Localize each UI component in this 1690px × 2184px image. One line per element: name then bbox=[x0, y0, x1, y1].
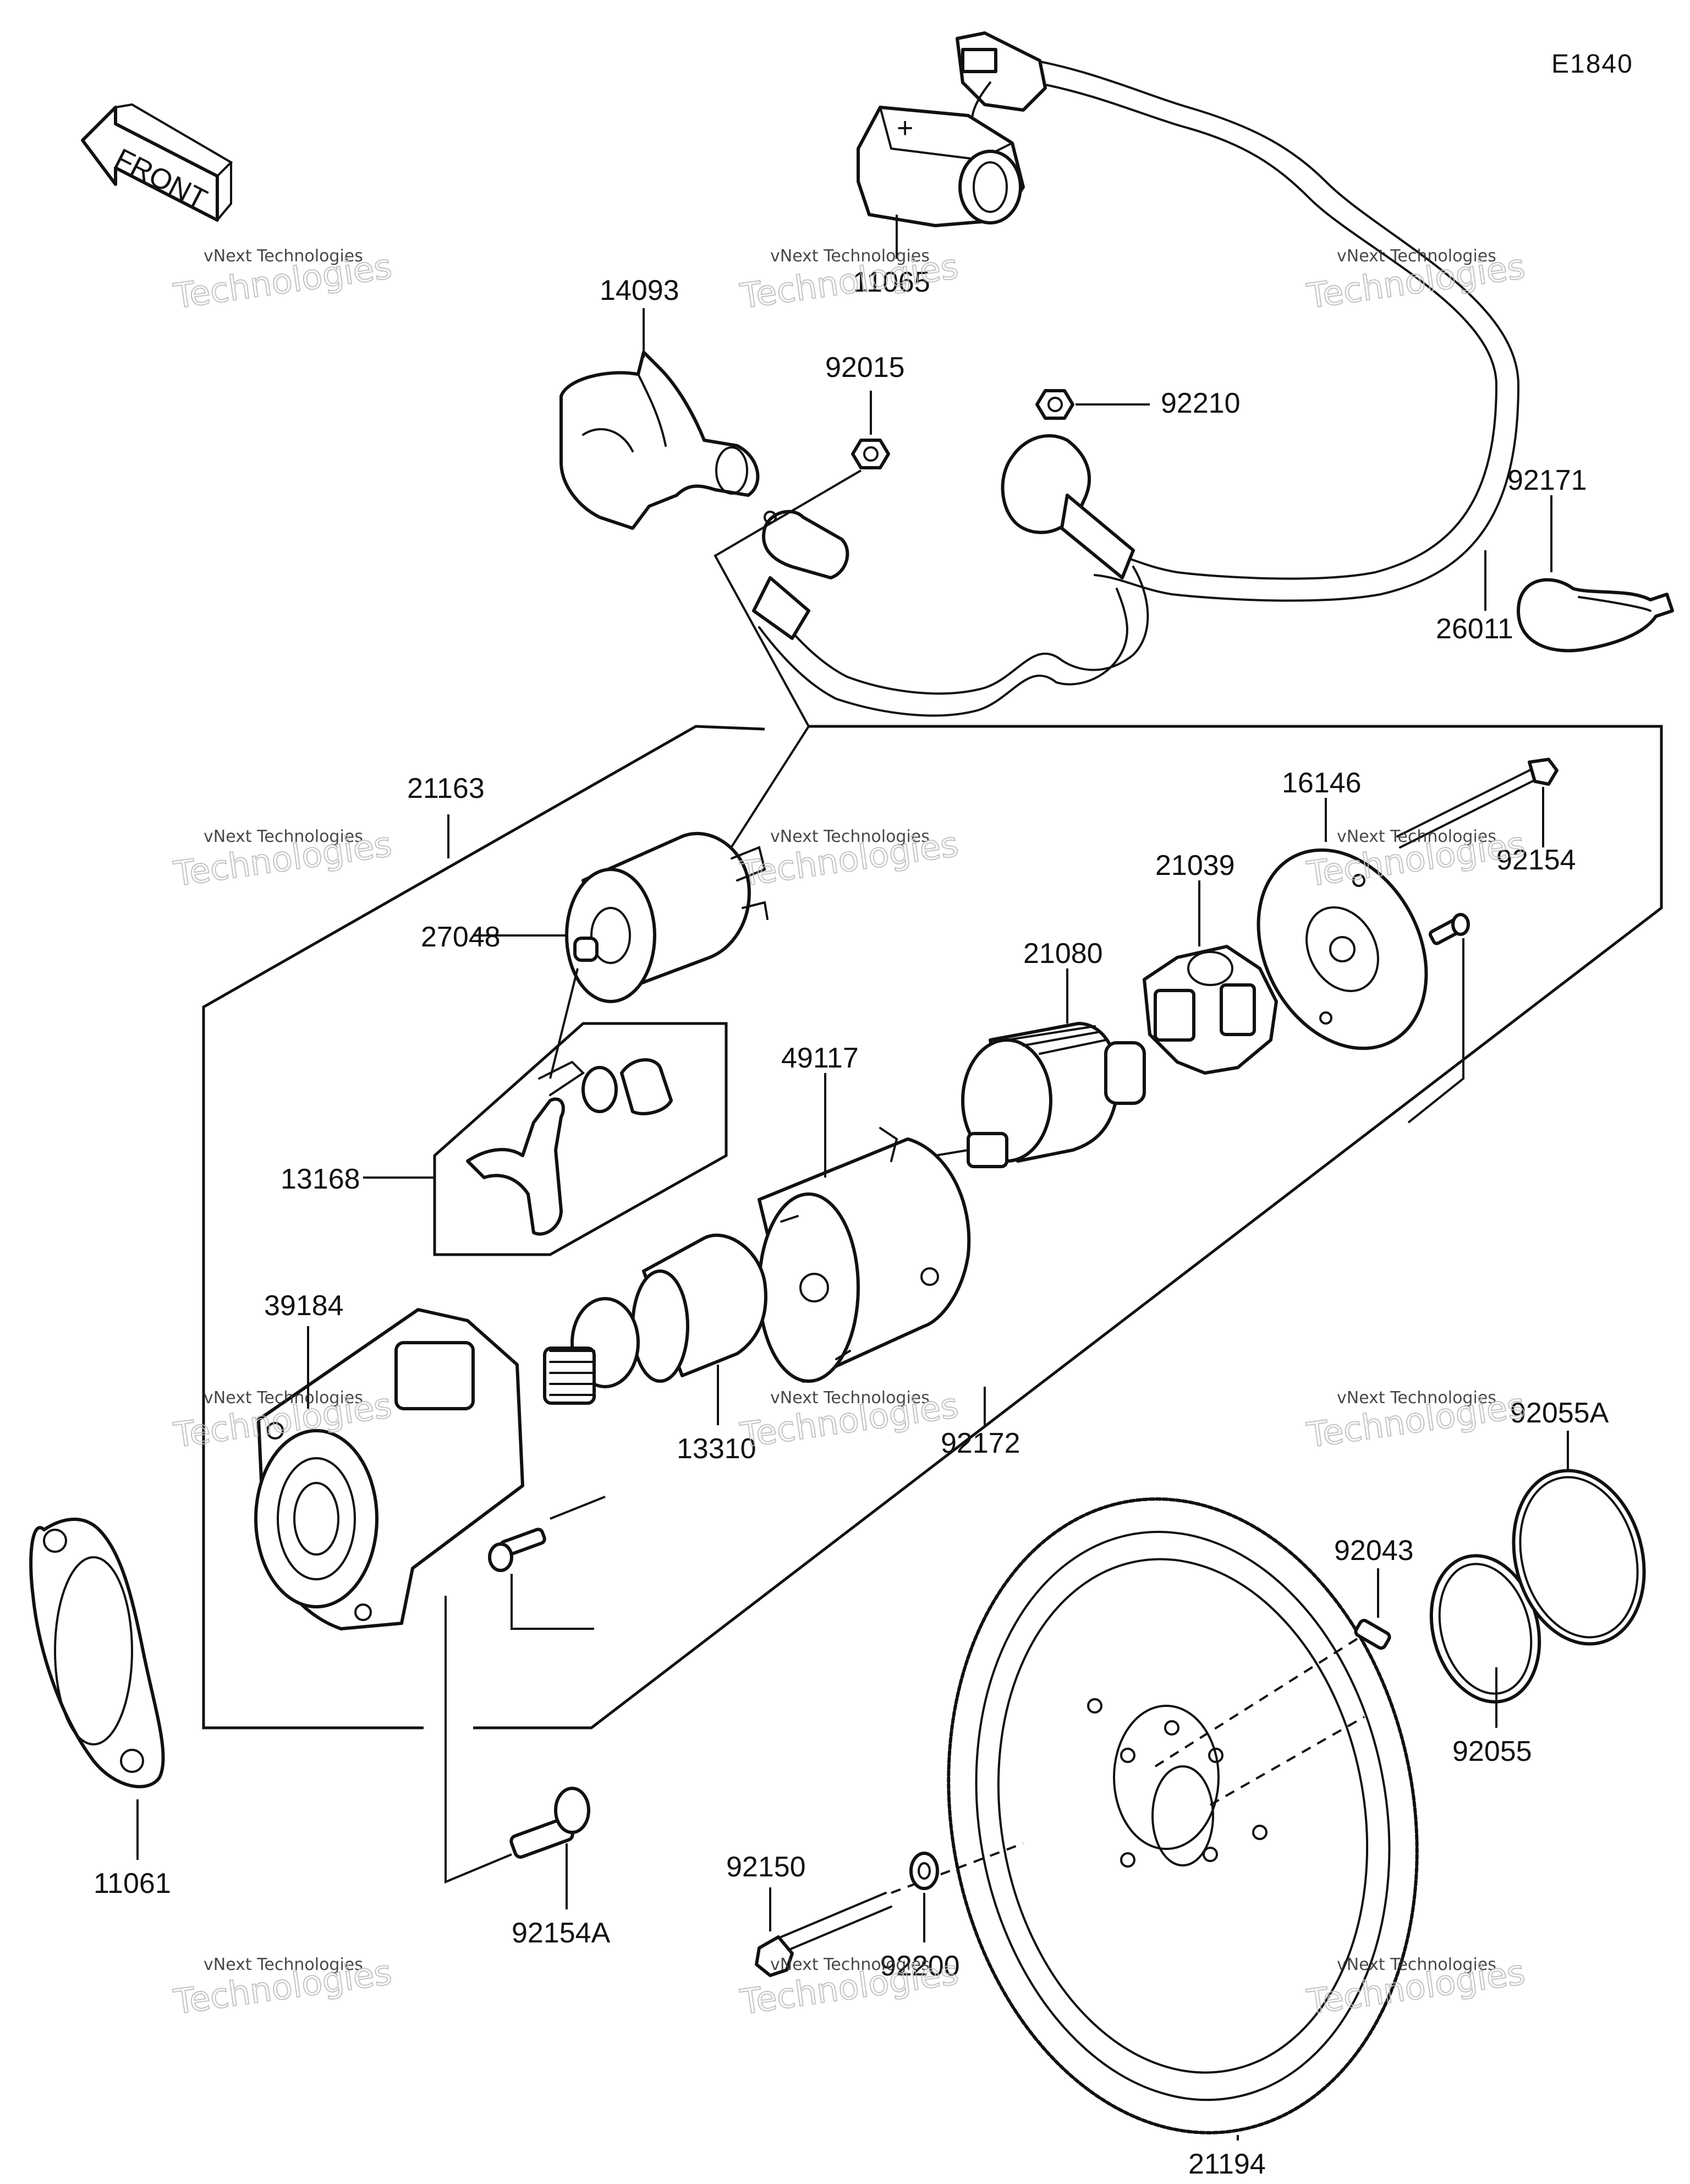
part-label-92154A: 92154A bbox=[512, 1917, 611, 1949]
gasket-11061 bbox=[29, 1518, 165, 1860]
part-label-92210: 92210 bbox=[1161, 387, 1241, 419]
svg-text:vNext Technologies: vNext Technologies bbox=[1337, 247, 1496, 266]
part-label-92043: 92043 bbox=[1334, 1535, 1414, 1567]
cover-14093 bbox=[559, 308, 760, 530]
o-ring-92055 bbox=[1429, 1554, 1541, 1728]
part-label-27048: 27048 bbox=[421, 921, 501, 953]
diagram-code: E1840 bbox=[1551, 50, 1633, 79]
svg-text:vNext Technologies: vNext Technologies bbox=[770, 827, 930, 846]
washer-92200 bbox=[909, 1852, 939, 1942]
bolt bbox=[488, 1496, 606, 1630]
part-label-21163: 21163 bbox=[407, 773, 485, 804]
svg-text:vNext Technologies: vNext Technologies bbox=[770, 1955, 930, 1974]
flywheel-21194 bbox=[947, 1497, 1419, 2141]
housing-39184 bbox=[254, 1308, 524, 1630]
svg-text:vNext Technologies: vNext Technologies bbox=[204, 1388, 363, 1408]
part-label-14093: 14093 bbox=[600, 275, 679, 306]
solenoid-27048 bbox=[473, 831, 769, 1003]
part-label-13310: 13310 bbox=[677, 1433, 756, 1465]
bolt-92150 bbox=[755, 1842, 1024, 1977]
part-label-92015: 92015 bbox=[825, 352, 905, 384]
shift-lever-13168 bbox=[363, 968, 728, 1256]
svg-text:vNext Technologies: vNext Technologies bbox=[1337, 1955, 1496, 1974]
through-bolt-92154 bbox=[1396, 758, 1559, 849]
part-label-26011: 26011 bbox=[1436, 613, 1513, 645]
part-label-92200: 92200 bbox=[880, 1950, 960, 1982]
svg-text:vNext Technologies: vNext Technologies bbox=[204, 247, 363, 266]
svg-text:+: + bbox=[897, 112, 913, 144]
part-label-49117: 49117 bbox=[781, 1042, 859, 1074]
part-label-21080: 21080 bbox=[1023, 938, 1103, 970]
part-label-92055: 92055 bbox=[1452, 1736, 1532, 1767]
part-label-16146: 16146 bbox=[1282, 767, 1362, 799]
boot-cap-11065: + bbox=[857, 106, 1025, 259]
armature-21080 bbox=[934, 968, 1146, 1168]
part-label-92154: 92154 bbox=[1496, 844, 1576, 876]
front-arrow-icon: FRONT bbox=[81, 103, 233, 222]
screw bbox=[1407, 913, 1470, 1124]
svg-text:vNext Technologies: vNext Technologies bbox=[204, 827, 363, 846]
dowel-pin-92043 bbox=[1354, 1568, 1391, 1650]
part-label-39184: 39184 bbox=[264, 1290, 344, 1322]
part-label-21039: 21039 bbox=[1155, 850, 1235, 882]
part-label-13168: 13168 bbox=[281, 1163, 360, 1195]
brush-holder-21039 bbox=[1143, 880, 1278, 1075]
part-label-92055A: 92055A bbox=[1510, 1397, 1609, 1429]
part-label-11061: 11061 bbox=[94, 1868, 171, 1900]
part-label-21194: 21194 bbox=[1188, 2148, 1266, 2180]
part-label-11065: 11065 bbox=[853, 266, 930, 298]
svg-text:vNext Technologies: vNext Technologies bbox=[770, 1388, 930, 1408]
yoke-49117 bbox=[758, 1073, 971, 1383]
bolt-92154A bbox=[445, 1596, 590, 1909]
part-label-92150: 92150 bbox=[726, 1851, 806, 1883]
nut-92015 bbox=[851, 391, 890, 469]
pinion-clutch-13310 bbox=[543, 1233, 767, 1425]
nut-92210 bbox=[1035, 389, 1150, 420]
end-cover-16146 bbox=[1256, 798, 1428, 1050]
clamp-92171 bbox=[1517, 495, 1674, 653]
svg-text:vNext Technologies: vNext Technologies bbox=[1337, 1388, 1496, 1408]
svg-text:vNext Technologies: vNext Technologies bbox=[770, 247, 930, 266]
o-ring-92055A bbox=[1512, 1431, 1646, 1646]
battery-cable-26011 bbox=[752, 31, 1520, 717]
svg-text:vNext Technologies: vNext Technologies bbox=[204, 1955, 363, 1974]
part-label-92171: 92171 bbox=[1507, 464, 1587, 496]
svg-text:vNext Technologies: vNext Technologies bbox=[1337, 827, 1496, 846]
part-label-92172: 92172 bbox=[941, 1427, 1020, 1459]
